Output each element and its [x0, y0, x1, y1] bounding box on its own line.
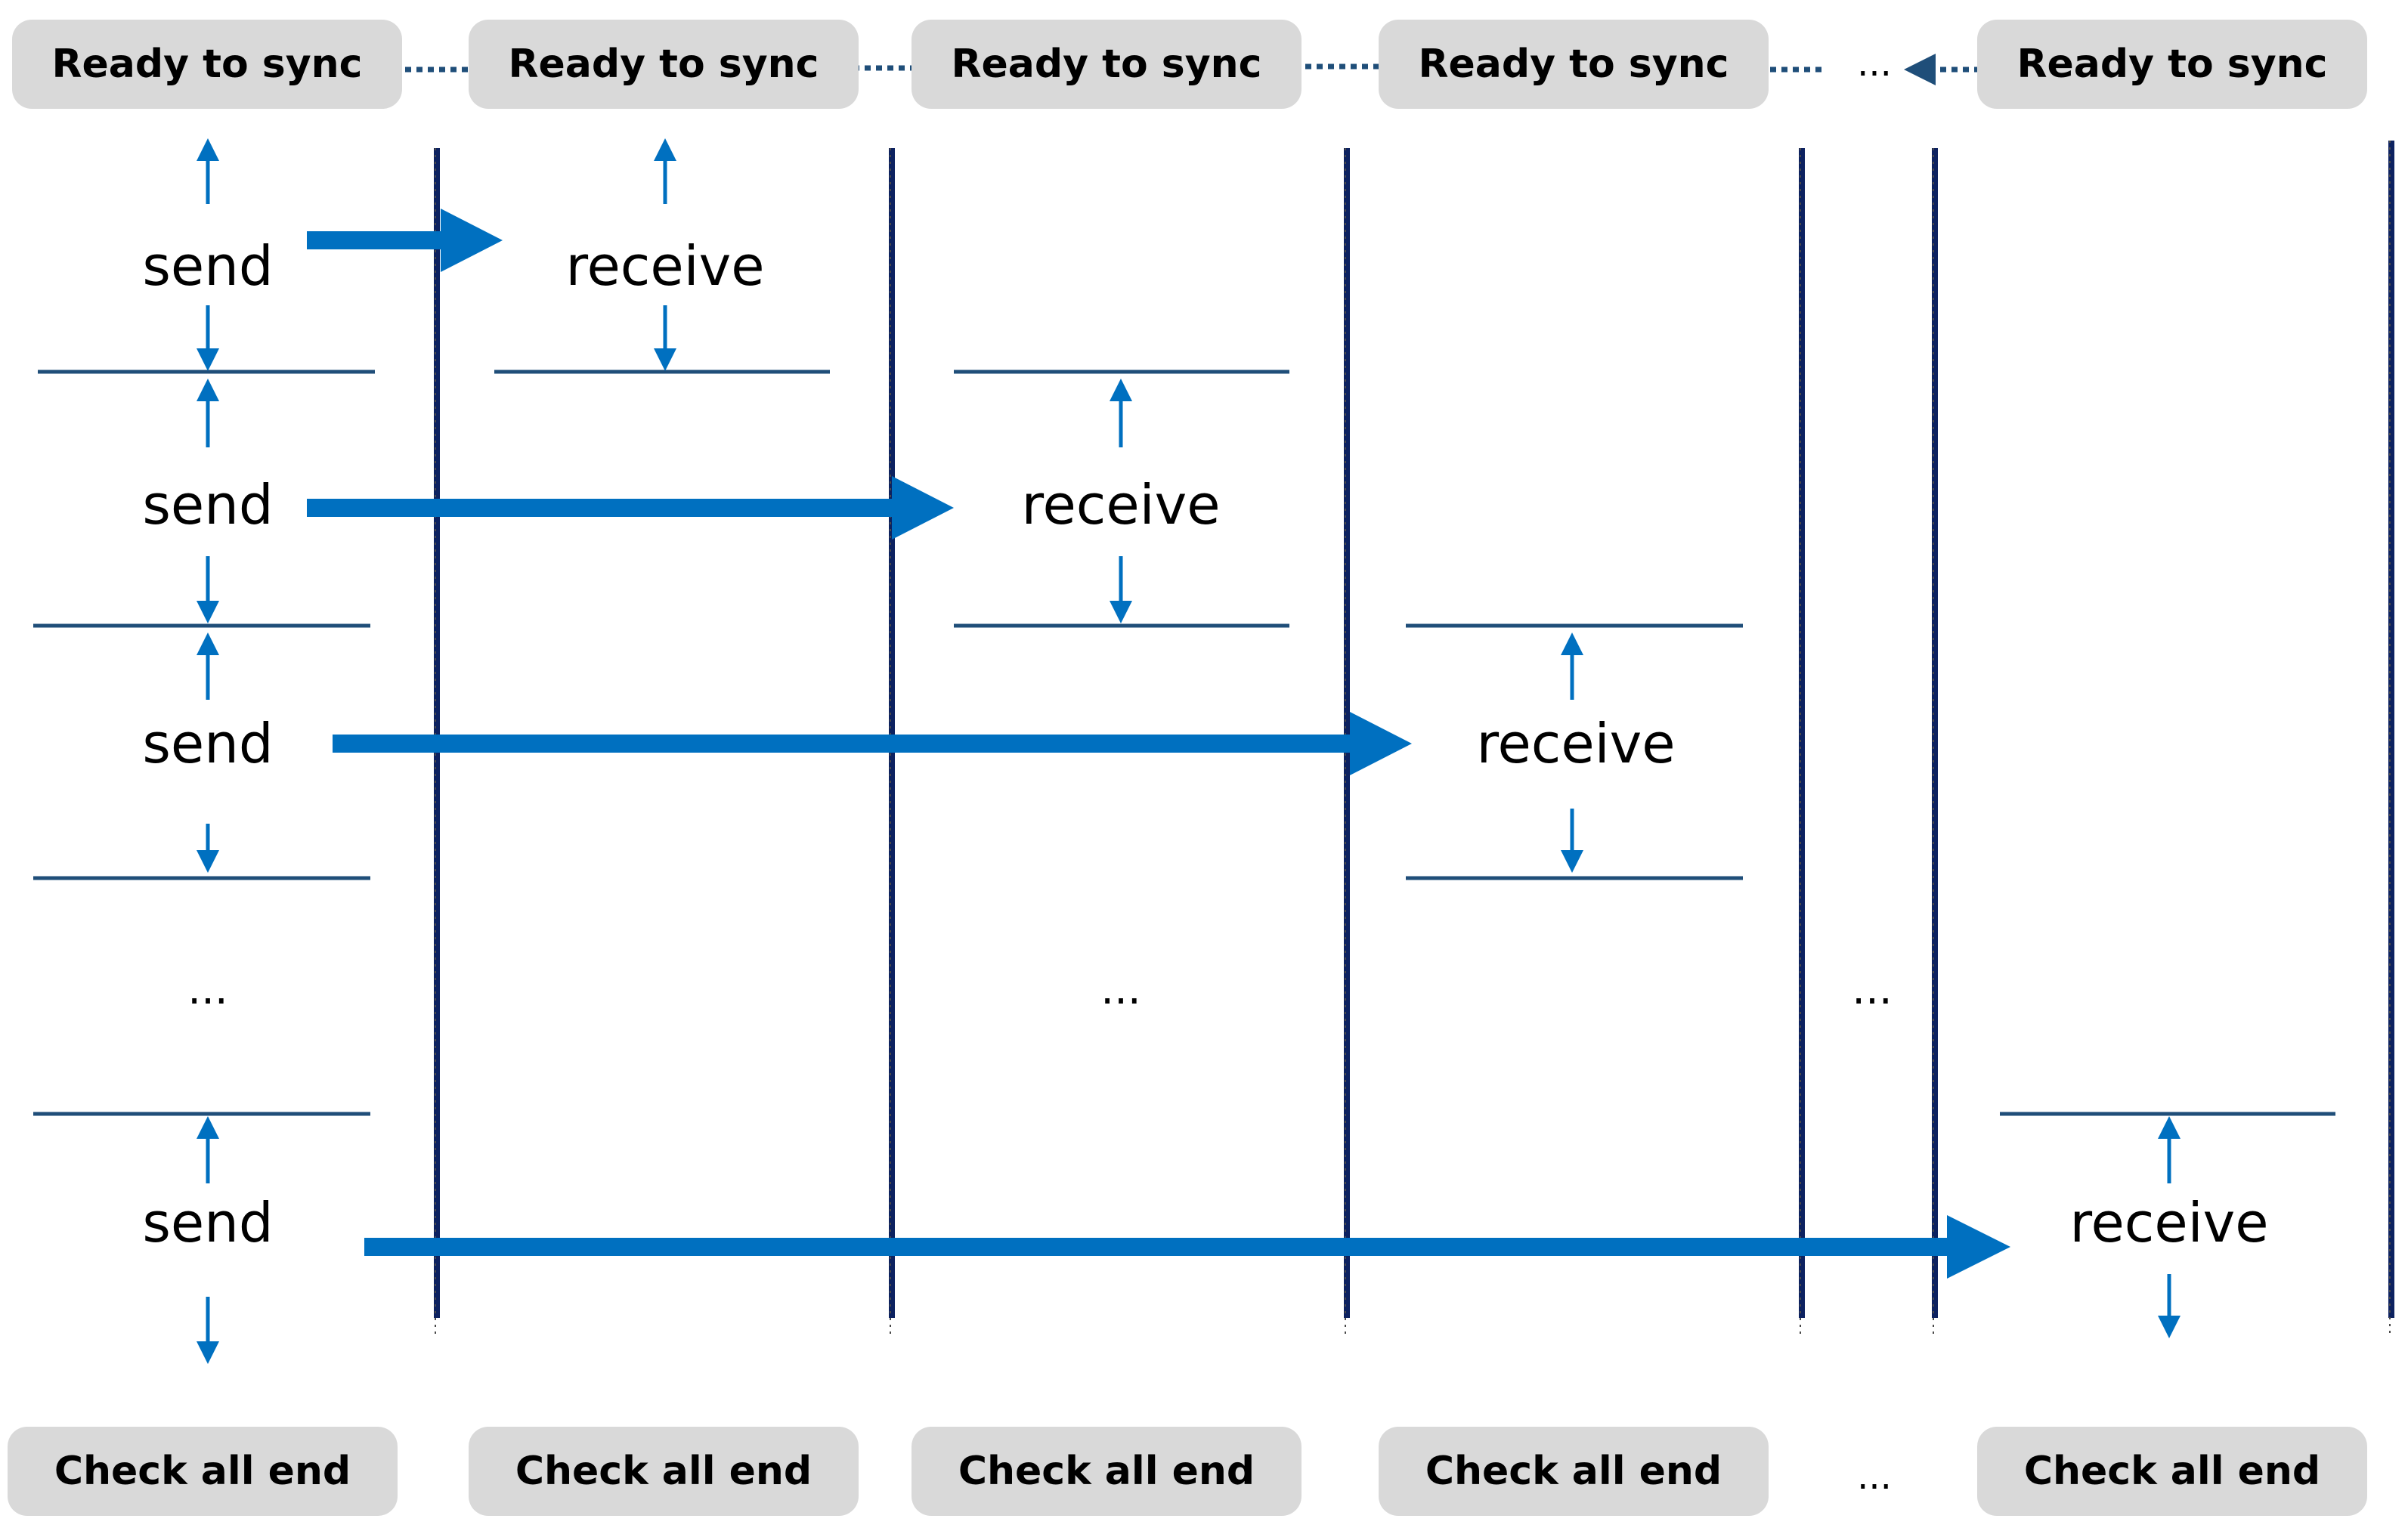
check-all-end-label: Check all end [515, 1449, 812, 1494]
middle-ellipsis-2: ... [1100, 965, 1141, 1014]
message-arrow-head-3 [1350, 712, 1412, 775]
ready-to-sync-box-2: Ready to sync [469, 20, 859, 109]
receive-label-step-4: receive [2069, 1191, 2269, 1254]
check-all-end-box-2: Check all end [469, 1427, 859, 1516]
ready-to-sync-label: Ready to sync [51, 42, 363, 87]
ready-to-sync-label: Ready to sync [508, 42, 819, 87]
ready-to-sync-label: Ready to sync [2016, 42, 2328, 87]
check-all-end-box-1: Check all end [8, 1427, 398, 1516]
step-separators [33, 370, 2335, 1116]
step-boundary-arrows [197, 138, 2181, 1364]
check-all-end-label: Check all end [2023, 1449, 2321, 1494]
ready-to-sync-box-1: Ready to sync [12, 20, 402, 109]
check-all-end-box-5: Check all end [1977, 1427, 2367, 1516]
ready-to-sync-box-5: Ready to sync [1977, 20, 2367, 109]
bottom-row-ellipsis: ... [1857, 1455, 1892, 1498]
send-label-step-2: send [142, 473, 274, 537]
lifelines [434, 141, 2394, 1338]
check-all-end-label: Check all end [1425, 1449, 1722, 1494]
message-arrow-head-2 [892, 476, 954, 540]
check-all-end-label: Check all end [54, 1449, 351, 1494]
receive-label-step-1: receive [565, 234, 765, 298]
ready-to-sync-box-4: Ready to sync [1379, 20, 1769, 109]
message-arrow-head-1 [441, 209, 503, 272]
message-arrow-head-4 [1947, 1215, 2010, 1279]
send-label-step-3: send [142, 712, 274, 775]
receive-label-step-2: receive [1021, 473, 1221, 537]
middle-ellipsis-1: ... [187, 965, 228, 1014]
ready-to-sync-label: Ready to sync [1418, 42, 1729, 87]
ready-to-sync-label: Ready to sync [951, 42, 1262, 87]
check-all-end-box-3: Check all end [912, 1427, 1301, 1516]
receive-label-step-3: receive [1476, 712, 1676, 775]
send-label-step-1: send [142, 234, 274, 298]
message-arrows [307, 209, 2010, 1279]
check-all-end-label: Check all end [958, 1449, 1255, 1494]
send-label-step-4: send [142, 1191, 274, 1254]
middle-ellipsis-3: ... [1852, 965, 1893, 1014]
ready-to-sync-box-3: Ready to sync [912, 20, 1301, 109]
top-row-ellipsis: ... [1857, 42, 1892, 85]
check-all-end-box-4: Check all end [1379, 1427, 1769, 1516]
